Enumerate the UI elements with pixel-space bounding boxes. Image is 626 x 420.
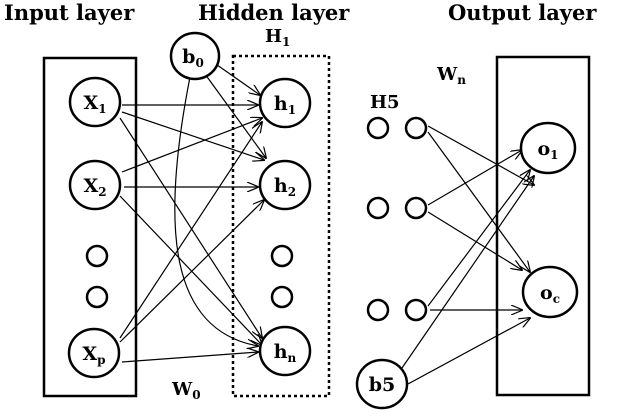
hidden-ellipsis-dot xyxy=(270,244,294,268)
h5-node-dot xyxy=(366,116,390,140)
h5-label: H5 xyxy=(370,92,400,113)
wn-label: Wn xyxy=(436,64,466,87)
svg-text:o1: o1 xyxy=(537,138,558,162)
input-node-x2: X2 xyxy=(68,159,122,211)
h5-node-dot xyxy=(404,298,428,322)
h5-node-dot xyxy=(366,196,390,220)
input-node-x1: X1 xyxy=(68,76,122,128)
output-node-oc: oc xyxy=(521,265,579,319)
hidden-output-edges xyxy=(427,125,534,310)
input-layer-box xyxy=(42,56,138,398)
hidden-layer-header: Hidden layer xyxy=(198,0,350,25)
hidden-node-h2: h2 xyxy=(258,159,312,211)
output-layer-box xyxy=(495,55,591,397)
h5-node-dot xyxy=(366,298,390,322)
output-layer-header: Output layer xyxy=(448,0,597,25)
svg-text:h1: h1 xyxy=(274,93,296,117)
hidden-layer-box xyxy=(231,54,331,398)
w0-label: W0 xyxy=(171,379,201,402)
bias0-edges xyxy=(174,59,266,346)
input-layer-header: Input layer xyxy=(4,0,135,25)
h5-node-dot xyxy=(404,196,428,220)
input-ellipsis-dot xyxy=(85,285,109,309)
svg-text:h2: h2 xyxy=(274,175,296,199)
bias-node-b0: b0 xyxy=(169,31,221,81)
hidden-node-hn: hn xyxy=(258,325,312,377)
h5-node-dot xyxy=(404,116,428,140)
svg-text:b0: b0 xyxy=(182,46,204,70)
svg-text:X1: X1 xyxy=(83,92,106,116)
svg-text:oc: oc xyxy=(540,282,560,306)
output-node-o1: o1 xyxy=(519,121,577,175)
input-node-xp: Xp xyxy=(67,327,121,379)
bias-node-b5: b5 xyxy=(355,358,409,410)
hidden-layer-name: H1 xyxy=(265,26,290,49)
bias5-edges xyxy=(401,176,534,385)
hidden-ellipsis-dot xyxy=(270,285,294,309)
hidden-node-h1: h1 xyxy=(258,77,312,129)
svg-text:X2: X2 xyxy=(83,175,106,199)
svg-text:hn: hn xyxy=(274,341,297,365)
svg-text:Xp: Xp xyxy=(82,343,105,367)
input-hidden-edges xyxy=(119,105,264,363)
input-ellipsis-dot xyxy=(85,244,109,268)
svg-text:b5: b5 xyxy=(369,374,396,396)
